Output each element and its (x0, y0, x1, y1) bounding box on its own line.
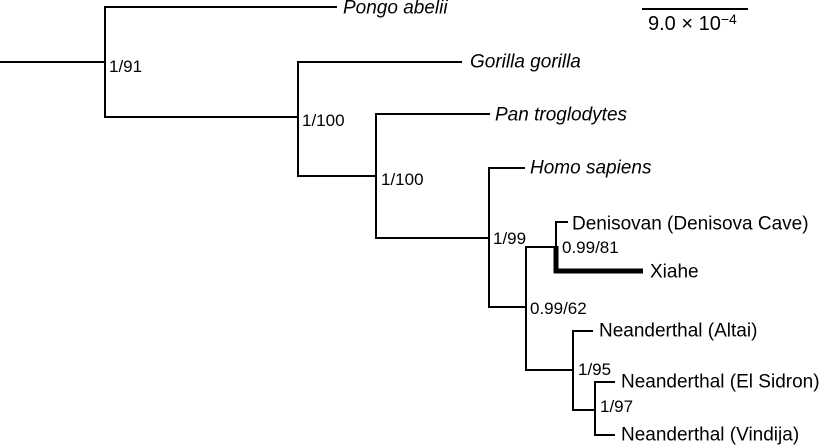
support-value-neanderthal-subclade: 1/97 (600, 397, 634, 416)
support-value-homo-clade: 1/99 (493, 229, 527, 248)
support-value-archaic-clade: 0.99/62 (530, 299, 587, 318)
support-value-denisovan-clade: 0.99/81 (562, 238, 619, 257)
scale-bar-exponent: −4 (720, 11, 737, 27)
taxon-label-xiahe: Xiahe (650, 261, 699, 283)
taxon-label-homo-sapiens: Homo sapiens (530, 157, 652, 179)
support-value-gorilla-clade: 1/100 (302, 111, 345, 130)
taxon-label-denisovan: Denisovan (Denisova Cave) (572, 213, 809, 235)
taxon-label-pongo-abelii: Pongo abelii (343, 0, 448, 19)
scale-bar-base: 9.0 × 10 (648, 13, 721, 35)
scale-bar-label: 9.0 × 10−4 (648, 11, 737, 35)
support-value-pan-clade: 1/100 (381, 170, 424, 189)
support-value-great-apes: 1/91 (109, 57, 143, 76)
taxon-label-neanderthal-altai: Neanderthal (Altai) (599, 320, 758, 342)
taxon-label-neanderthal-vindija: Neanderthal (Vindija) (621, 424, 800, 446)
support-value-neanderthal-clade: 1/95 (578, 360, 612, 379)
taxon-label-gorilla-gorilla: Gorilla gorilla (470, 51, 581, 73)
taxon-label-pan-troglodytes: Pan troglodytes (495, 104, 628, 126)
taxon-label-neanderthal-el-sidron: Neanderthal (El Sidron) (621, 371, 820, 393)
